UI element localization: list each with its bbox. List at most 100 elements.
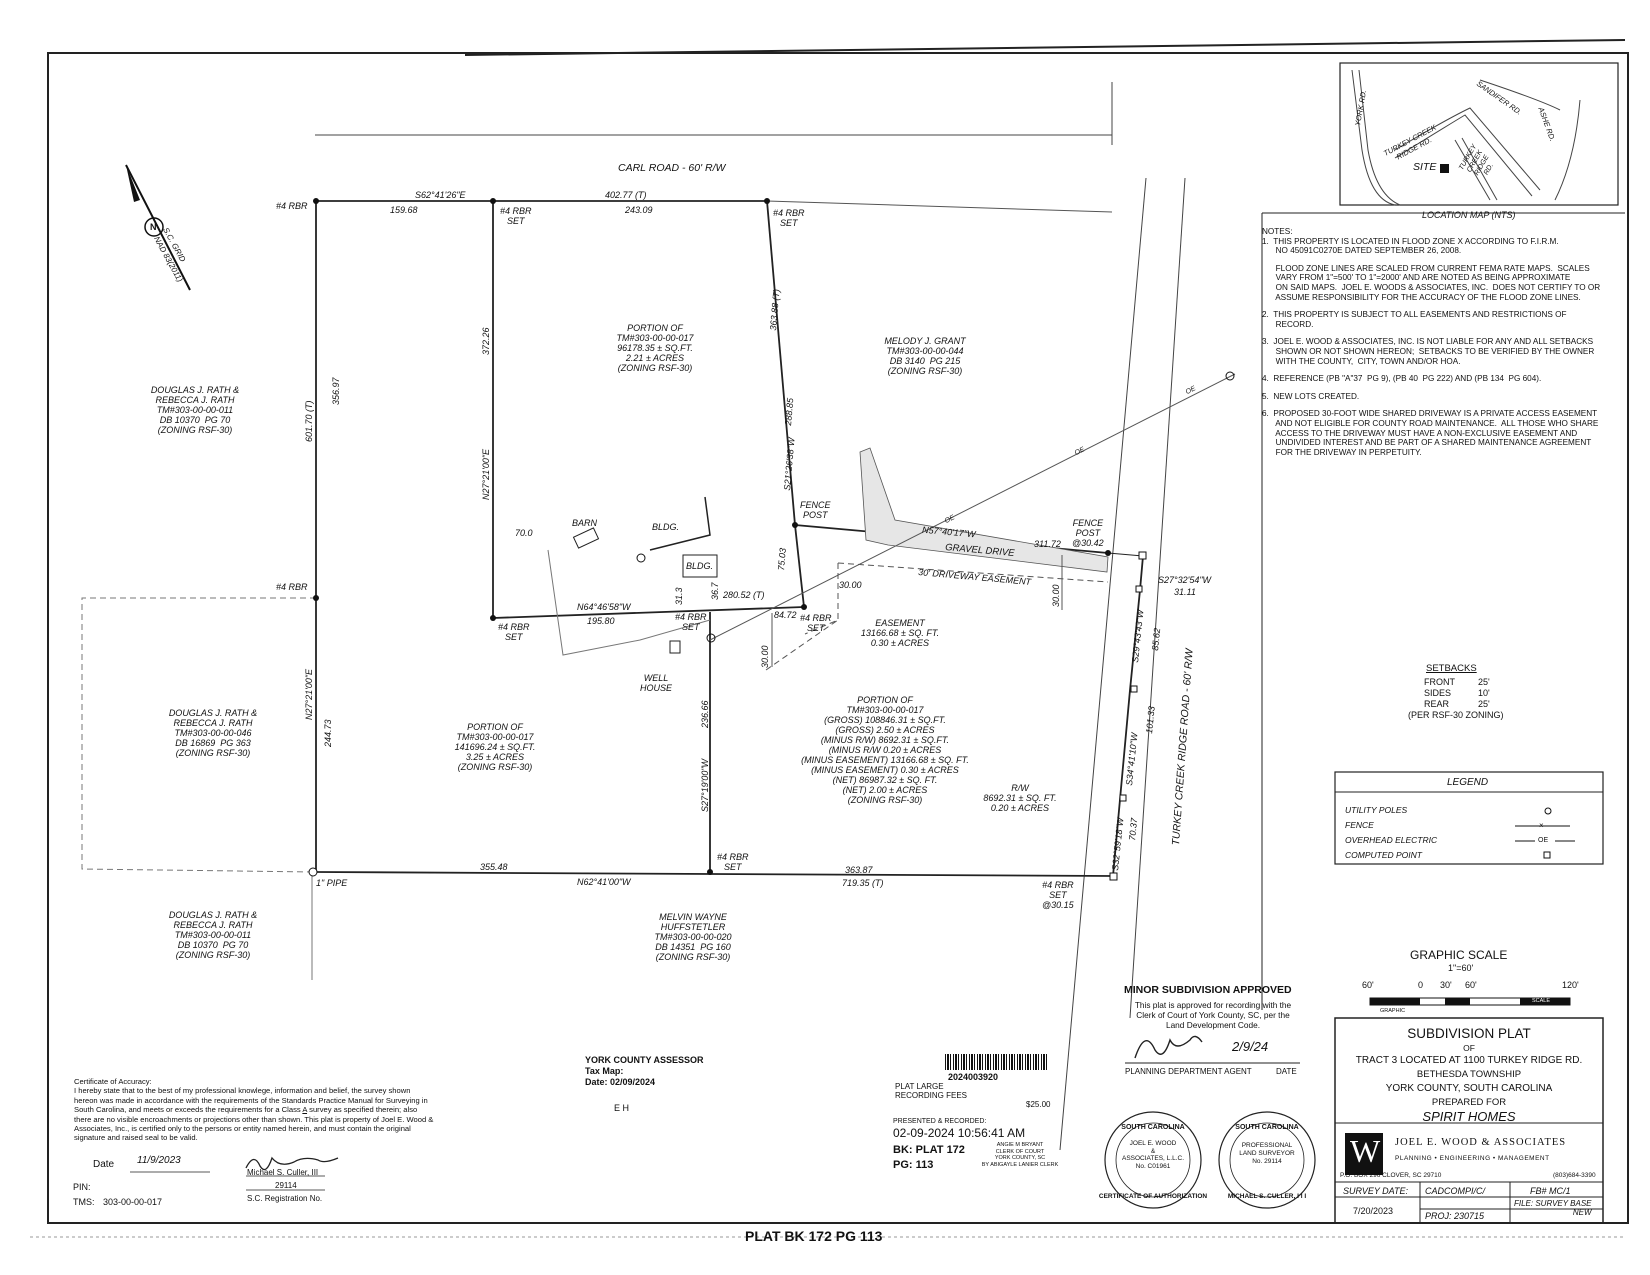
scale-tick-120: 120' bbox=[1562, 980, 1579, 990]
bldg-label-2: BLDG. bbox=[686, 561, 714, 571]
bldg-shape bbox=[682, 554, 718, 578]
recorded-book: BK: PLAT 172 bbox=[893, 1144, 965, 1156]
surveyor-seal bbox=[1218, 1111, 1316, 1209]
proj-field: PROJ: 230715 bbox=[1425, 1211, 1485, 1221]
pin-label: PIN: bbox=[73, 1182, 91, 1192]
grant-parcel-label: MELODY J. GRANT TM#303-00-00-044 DB 3140… bbox=[884, 336, 966, 376]
easement-dim-b: 30.00 bbox=[760, 645, 770, 668]
plat-township: BETHESDA TOWNSHIP bbox=[1416, 1069, 1522, 1080]
legend-fence-x-icon: × bbox=[1539, 821, 1544, 830]
note-4: 4. REFERENCE (PB "A"37 PG 9), (PB 40 PG … bbox=[1262, 374, 1542, 384]
fb-field: FB# MC/1 bbox=[1530, 1186, 1571, 1196]
scale-heading: GRAPHIC SCALE bbox=[1410, 948, 1508, 962]
road-bearing-1: S27°32'54"W bbox=[1158, 575, 1212, 585]
survey-date-label: SURVEY DATE: bbox=[1343, 1186, 1409, 1196]
recording-barcode bbox=[945, 1054, 1049, 1070]
dim-31-3: 31.3 bbox=[674, 587, 684, 605]
certificate-body: I hereby state that to the best of my pr… bbox=[74, 1086, 428, 1115]
setback-rear-label: REAR bbox=[1424, 699, 1450, 709]
plat-title: SUBDIVISION PLAT bbox=[1407, 1026, 1531, 1041]
note-2: 2. THIS PROPERTY IS SUBJECT TO ALL EASEM… bbox=[1262, 310, 1567, 329]
west-upper: 356.97 bbox=[331, 377, 341, 405]
legend-heading: LEGEND bbox=[1447, 777, 1489, 788]
south-vertical: 236.66 bbox=[700, 700, 710, 728]
clerk-stamp: ANGIE M BRYANT CLERK OF COURT YORK COUNT… bbox=[981, 1142, 1059, 1168]
note-1: 1. THIS PROPERTY IS LOCATED IN FLOOD ZON… bbox=[1262, 236, 1559, 256]
bottom-bearing: N62°41'00"W bbox=[577, 877, 631, 887]
plat-client: SPIRIT HOMES bbox=[1422, 1109, 1516, 1124]
note-3: 3. JOEL E. WOOD & ASSOCIATES, INC. IS NO… bbox=[1262, 337, 1595, 366]
barcode-number: 2024003920 bbox=[948, 1072, 999, 1082]
rbr-set-mid1: #4 RBR SET bbox=[498, 622, 530, 642]
scale-graphic-word: GRAPHIC bbox=[1380, 1008, 1406, 1014]
note-6: 6. PROPOSED 30-FOOT WIDE SHARED DRIVEWAY… bbox=[1262, 409, 1599, 457]
approval-agent-label: PLANNING DEPARTMENT AGENT bbox=[1125, 1067, 1252, 1076]
legend-overhead-electric: OVERHEAD ELECTRIC bbox=[1345, 835, 1438, 845]
west-bearing: N27°21'00"E bbox=[304, 668, 314, 720]
pls-seal-top: SOUTH CAROLINA bbox=[1235, 1124, 1299, 1131]
south-boundary bbox=[315, 871, 1114, 877]
cert-seal-firm: JOEL E. WOOD & ASSOCIATES, L.L.C. No. C0… bbox=[1121, 1140, 1184, 1170]
legend-oe-mark: OE bbox=[1538, 837, 1549, 844]
mid-bearing: N64°46'58"W bbox=[577, 602, 631, 612]
east-seg2: 75.03 bbox=[776, 547, 788, 571]
rbr-set-bottom: #4 RBR SET bbox=[717, 852, 749, 872]
overhead-electric bbox=[709, 373, 1236, 641]
legend-frame bbox=[1334, 771, 1604, 865]
barn-shape bbox=[572, 527, 600, 549]
firm-name: JOEL E. WOOD & ASSOCIATES bbox=[1395, 1137, 1567, 1148]
easement-label: EASEMENT 13166.68 ± SQ. FT. 0.30 ± ACRES bbox=[860, 618, 940, 648]
top-total: 402.77 (T) bbox=[605, 190, 647, 200]
rath-parcel-1: DOUGLAS J. RATH & REBECCA J. RATH TM#303… bbox=[150, 385, 240, 435]
carl-road-label: CARL ROAD - 60' R/W bbox=[618, 162, 726, 174]
se-tract-label: PORTION OF TM#303-00-00-017 (GROSS) 1088… bbox=[801, 695, 969, 805]
setback-sides-label: SIDES bbox=[1424, 688, 1452, 698]
approval-date-label: DATE bbox=[1276, 1067, 1297, 1076]
firm-logo-letter: W bbox=[1350, 1133, 1381, 1169]
scale-tick-60: 60' bbox=[1465, 980, 1477, 990]
dim-36-7: 36.7 bbox=[710, 582, 720, 600]
west-lower: 244.73 bbox=[323, 719, 333, 747]
rbr-set-se: #4 RBR SET @30.15 bbox=[1042, 880, 1074, 910]
assessor-initials: E H bbox=[614, 1103, 630, 1113]
top-seg1: 159.68 bbox=[390, 205, 418, 215]
location-map-frame bbox=[1339, 62, 1619, 206]
north-arrow bbox=[125, 164, 191, 291]
pls-seal-bottom: MICHAEL S. CULLER, I I I bbox=[1227, 1193, 1307, 1200]
pls-seal-mid: PROFESSIONAL LAND SURVEYOR No. 29114 bbox=[1239, 1142, 1295, 1165]
road-dist-1: 31.11 bbox=[1174, 587, 1196, 597]
fence-dist: 311.72 bbox=[1034, 539, 1061, 549]
plat-tract: TRACT 3 LOCATED AT 1100 TURKEY RIDGE RD. bbox=[1355, 1055, 1583, 1066]
sw-tract-label: PORTION OF TM#303-00-00-017 141696.24 ± … bbox=[454, 722, 536, 772]
west-total: 601.70 (T) bbox=[304, 400, 314, 442]
firm-logo-box bbox=[1345, 1133, 1383, 1175]
plat-prepared-for: PREPARED FOR bbox=[1431, 1097, 1507, 1108]
setback-rear-value: 25' bbox=[1478, 699, 1490, 709]
firm-subtitle: PLANNING • ENGINEERING • MANAGEMENT bbox=[1395, 1155, 1550, 1162]
rbr-set-top2: #4 RBR SET bbox=[773, 208, 805, 228]
pipe-label: 1" PIPE bbox=[316, 878, 348, 888]
presented-recorded: PRESENTED & RECORDED: bbox=[893, 1118, 987, 1125]
legend-computed-point: COMPUTED POINT bbox=[1345, 850, 1422, 860]
bottom-seg2: 363.87 bbox=[845, 865, 873, 875]
cert-date-label: Date bbox=[93, 1159, 115, 1170]
rath-parcel-3: DOUGLAS J. RATH & REBECCA J. RATH TM#303… bbox=[168, 910, 258, 960]
file-field: FILE: SURVEY BASE NEW bbox=[1514, 1199, 1592, 1217]
legend-fence: FENCE bbox=[1345, 820, 1374, 830]
plat-county: YORK COUNTY, SOUTH CAROLINA bbox=[1385, 1083, 1553, 1094]
sheet-border bbox=[47, 52, 1629, 1224]
well-house-label: WELL HOUSE bbox=[640, 673, 673, 693]
scale-tick-30: 30' bbox=[1440, 980, 1452, 990]
scale-tick-0: 0 bbox=[1418, 980, 1424, 990]
rbr-set-top1: #4 RBR SET bbox=[500, 206, 532, 226]
surveyor-reg-label: S.C. Registration No. bbox=[247, 1194, 323, 1203]
rbr-nw: #4 RBR bbox=[276, 201, 308, 211]
scale-ratio: 1"=60' bbox=[1448, 963, 1474, 973]
recorded-page: PG: 113 bbox=[893, 1159, 934, 1171]
recording-fee: $25.00 bbox=[1026, 1100, 1051, 1109]
inner-bearing: N27°21'00"E bbox=[481, 448, 491, 500]
plat-book-footer: PLAT BK 172 PG 113 bbox=[745, 1228, 883, 1244]
approval-signature bbox=[1134, 1035, 1203, 1059]
bldg-label-1: BLDG. bbox=[652, 522, 680, 532]
